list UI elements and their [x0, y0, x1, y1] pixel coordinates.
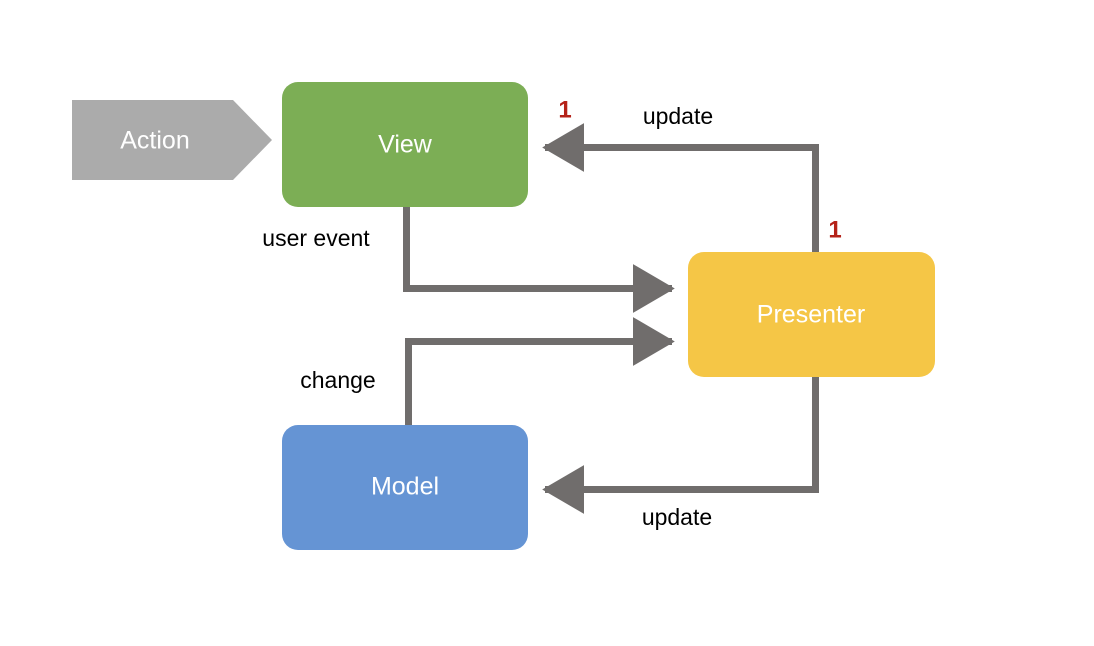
- edge-label-change: change: [300, 367, 375, 393]
- edge-model-change: change: [300, 317, 675, 425]
- node-label-presenter: Presenter: [757, 301, 865, 329]
- edge-user-event: user event: [262, 207, 675, 313]
- edge-user-event-line: [403, 207, 675, 313]
- edge-presenter-update-model-line: [542, 377, 819, 514]
- edge-label-update-to-model: update: [642, 504, 712, 530]
- node-presenter[interactable]: Presenter: [688, 252, 935, 377]
- model-box-shape: [282, 425, 528, 550]
- edge-presenter-update-model: update: [542, 377, 819, 530]
- action-chevron-shape: [72, 100, 272, 180]
- sequence-marker-presenter: 1: [828, 216, 841, 243]
- presenter-box-shape: [688, 252, 935, 377]
- node-action[interactable]: Action: [72, 100, 272, 180]
- node-label-model: Model: [371, 473, 439, 501]
- edge-model-change-line: [405, 317, 675, 425]
- edge-presenter-update-view-line: [542, 123, 819, 252]
- node-label-action: Action: [120, 127, 189, 155]
- node-label-view: View: [378, 131, 433, 159]
- node-view[interactable]: View: [282, 82, 528, 207]
- edge-label-update-to-view: update: [643, 103, 713, 129]
- view-box-shape: [282, 82, 528, 207]
- edge-label-user-event: user event: [262, 225, 370, 251]
- edge-presenter-update-view: update: [542, 103, 819, 252]
- sequence-marker-view: 1: [558, 96, 571, 123]
- node-model[interactable]: Model: [282, 425, 528, 550]
